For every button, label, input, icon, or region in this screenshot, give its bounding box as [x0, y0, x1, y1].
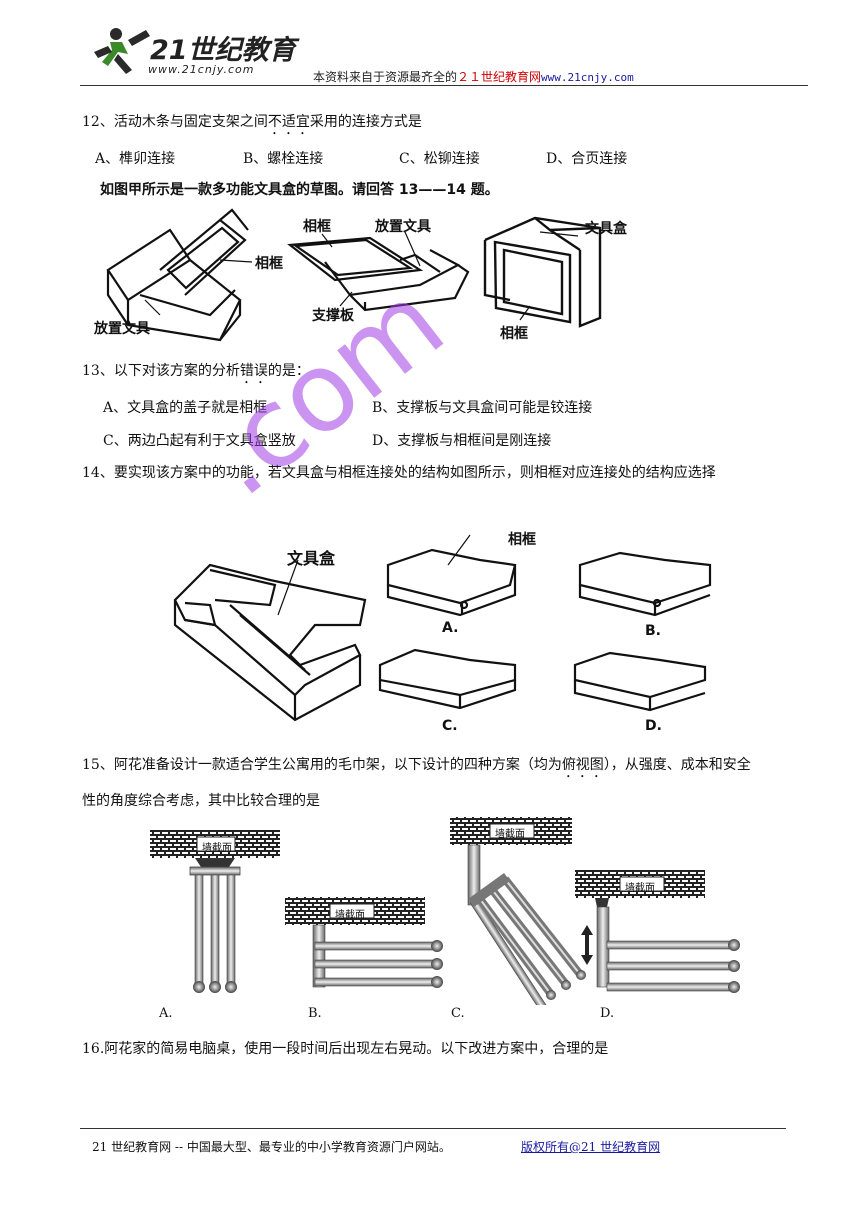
fig2-caption-d: D. [645, 718, 662, 734]
q15-emphasis: 俯视图 [561, 757, 604, 773]
figure-intro: 如图甲所示是一款多功能文具盒的草图。请回答 13——14 题。 [100, 182, 499, 198]
question-15-line-1: 15、阿花准备设计一款适合学生公寓用的毛巾架，以下设计的四种方案（均为俯视图），… [82, 754, 751, 781]
q15-stem-part: 15、阿花准备设计一款适合学生公寓用的毛巾架，以下设计的四种方案（均为 [82, 757, 562, 773]
logo-url: www.21cnjy.com [148, 63, 255, 76]
fig1-label-frame-3: 相框 [500, 326, 528, 342]
q13-stem-part: 的是： [267, 363, 310, 379]
wall-label-a: 墙截面 [202, 843, 232, 854]
wall-label-c: 墙截面 [495, 829, 525, 840]
q12-option-b: B、螺栓连接 [243, 151, 324, 167]
fig1-label-box: 文具盒 [585, 221, 627, 237]
question-14-stem: 14、要实现该方案中的功能，若文具盒与相框连接处的结构如图所示，则相框对应连接处… [82, 465, 716, 481]
question-13-stem: 13、以下对该方案的分析错误的是： [82, 360, 310, 387]
footer-divider [80, 1128, 786, 1129]
wall-label-d: 墙截面 [625, 883, 655, 894]
source-url: www.21cnjy.com [541, 71, 634, 84]
q13-option-a: A、文具盒的盖子就是相框 [103, 400, 268, 416]
fig2-caption-c: C. [442, 718, 458, 734]
towel-rack-figure [150, 817, 740, 1005]
logo-text: 21世纪教育 [150, 35, 296, 66]
q12-option-c: C、松铆连接 [399, 151, 480, 167]
q12-emphasis: 不适宜 [267, 114, 310, 130]
source-prefix: 本资料来自于资源最齐全的 [313, 70, 458, 84]
q12-option-d: D、合页连接 [546, 151, 628, 167]
wall-label-b: 墙截面 [335, 910, 365, 921]
fig1-label-place: 放置文具 [94, 321, 150, 337]
q13-emphasis: 错误 [239, 363, 268, 379]
q12-stem-part: 12、活动木条与固定支架之间 [82, 114, 268, 130]
fig2-label-box: 文具盒 [287, 549, 336, 568]
site-logo [88, 22, 288, 82]
q13-option-d: D、支撑板与相框间是刚连接 [372, 433, 552, 449]
q13-option-b: B、支撑板与文具盒间可能是铰连接 [372, 400, 593, 416]
fig1-label-frame-2: 相框 [303, 219, 331, 235]
question-15-line-2: 性的角度综合考虑，其中比较合理的是 [82, 793, 320, 809]
fig2-label-frame: 相框 [508, 532, 536, 548]
footer-text: 21 世纪教育网 -- 中国最大型、最专业的中小学教育资源门户网站。 [92, 1140, 451, 1154]
runner-logo-icon [94, 28, 150, 74]
question-12-stem: 12、活动木条与固定支架之间不适宜采用的连接方式是 [82, 111, 422, 138]
source-site: ２１世纪教育网 [457, 70, 542, 84]
rack-caption-b: B. [308, 1006, 322, 1021]
question-16-stem: 16.阿花家的简易电脑桌，使用一段时间后出现左右晃动。以下改进方案中，合理的是 [82, 1041, 609, 1057]
rack-caption-c: C. [451, 1006, 465, 1021]
header-divider [80, 85, 808, 86]
q13-stem-part: 13、以下对该方案的分析 [82, 363, 240, 379]
q13-option-c: C、两边凸起有利于文具盒竖放 [103, 433, 296, 449]
joint-options-figure [173, 534, 712, 722]
rack-caption-a: A. [159, 1006, 173, 1021]
q12-option-a: A、榫卯连接 [95, 151, 176, 167]
q15-stem-part: ），从强度、成本和安全 [603, 757, 751, 773]
up-down-arrow-icon [581, 925, 593, 965]
fig2-caption-a: A. [442, 620, 459, 636]
fig1-label-board: 支撑板 [312, 308, 354, 324]
rack-caption-d: D. [600, 1006, 615, 1021]
fig2-caption-b: B. [645, 623, 661, 639]
fig1-label-place-2: 放置文具 [375, 219, 431, 235]
footer-copyright-link[interactable]: 版权所有@21 世纪教育网 [521, 1140, 661, 1154]
source-note: 本资料来自于资源最齐全的２１世纪教育网www.21cnjy.com [313, 68, 634, 85]
stationery-box-figure [106, 208, 602, 342]
q12-stem-part: 采用的连接方式是 [309, 114, 422, 130]
fig1-label-frame: 相框 [255, 256, 283, 272]
